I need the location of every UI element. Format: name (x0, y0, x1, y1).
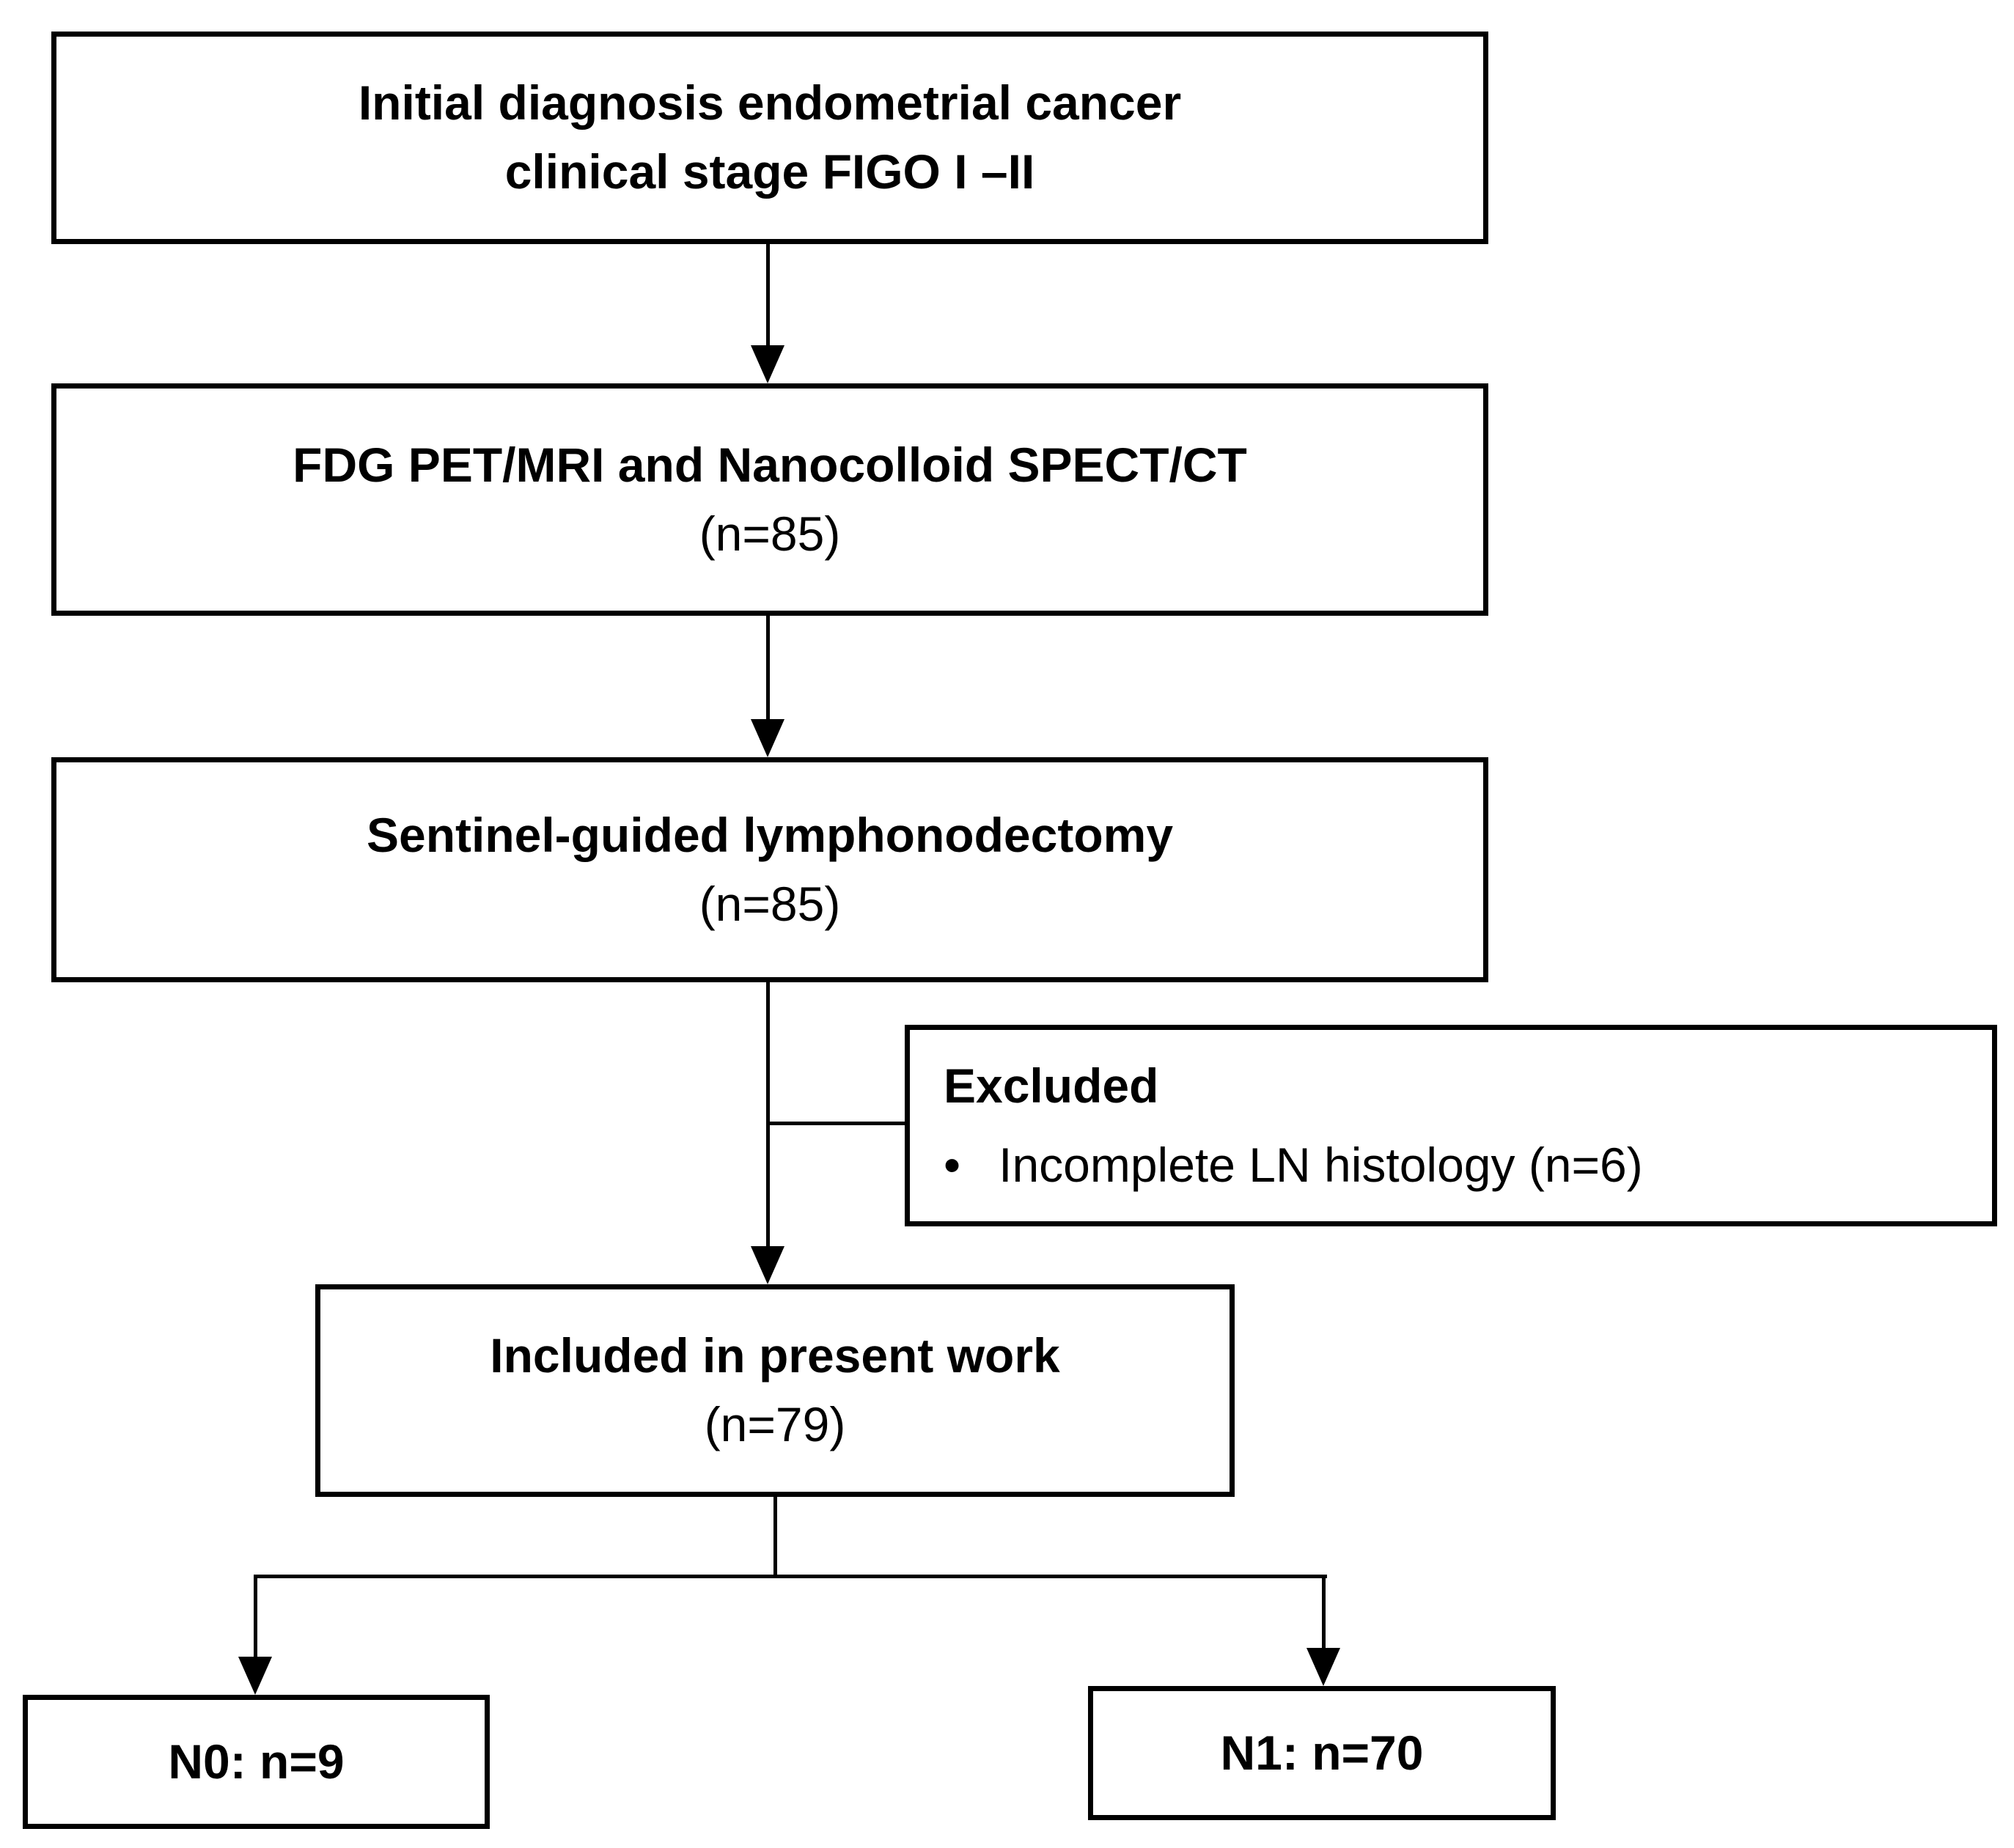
initial-diagnosis-line2: clinical stage FIGO I –II (504, 144, 1035, 199)
box-sentinel-lymphonodectomy: Sentinel-guided lymphonodectomy (n=85) (51, 757, 1488, 982)
imaging-count: (n=85) (699, 506, 841, 561)
box-initial-diagnosis: Initial diagnosis endometrial cancer cli… (51, 32, 1488, 244)
n0-label: N0: n=9 (168, 1734, 345, 1789)
bullet-icon: • (944, 1137, 961, 1192)
arrow-branch-to-n1-head (1306, 1648, 1340, 1686)
included-count: (n=79) (704, 1397, 846, 1451)
arrow-imaging-to-sentinel-head (751, 719, 784, 757)
excluded-bullet-row: • Incomplete LN histology (n=6) (944, 1131, 1643, 1200)
box-included: Included in present work (n=79) (315, 1284, 1235, 1497)
box-imaging: FDG PET/MRI and Nanocolloid SPECT/CT (n=… (51, 383, 1488, 616)
n1-label: N1: n=70 (1220, 1725, 1424, 1780)
included-line1: Included in present work (490, 1328, 1060, 1383)
excluded-title: Excluded (944, 1058, 1159, 1113)
arrow-sentinel-to-included-shaft (766, 981, 770, 1250)
box-n0: N0: n=9 (23, 1695, 490, 1829)
connector-branch-horizontal (254, 1575, 1327, 1578)
arrow-branch-to-n0-shaft (254, 1575, 257, 1660)
sentinel-line1: Sentinel-guided lymphonodectomy (366, 807, 1174, 862)
sentinel-count: (n=85) (699, 876, 841, 931)
arrow-branch-to-n0-head (238, 1657, 272, 1695)
arrow-sentinel-to-included-head (751, 1246, 784, 1284)
imaging-line1: FDG PET/MRI and Nanocolloid SPECT/CT (293, 437, 1247, 492)
arrow-imaging-to-sentinel-shaft (766, 614, 770, 723)
excluded-bullet-text: Incomplete LN histology (n=6) (999, 1137, 1643, 1192)
box-n1: N1: n=70 (1088, 1686, 1556, 1820)
arrow-branch-to-n1-shaft (1322, 1575, 1326, 1651)
arrow-initial-to-imaging-shaft (766, 242, 770, 349)
arrow-initial-to-imaging-head (751, 345, 784, 383)
connector-included-stub (773, 1495, 777, 1576)
connector-excluded-branch (768, 1122, 907, 1125)
initial-diagnosis-line1: Initial diagnosis endometrial cancer (358, 76, 1182, 130)
box-excluded: Excluded • Incomplete LN histology (n=6) (905, 1025, 1997, 1226)
